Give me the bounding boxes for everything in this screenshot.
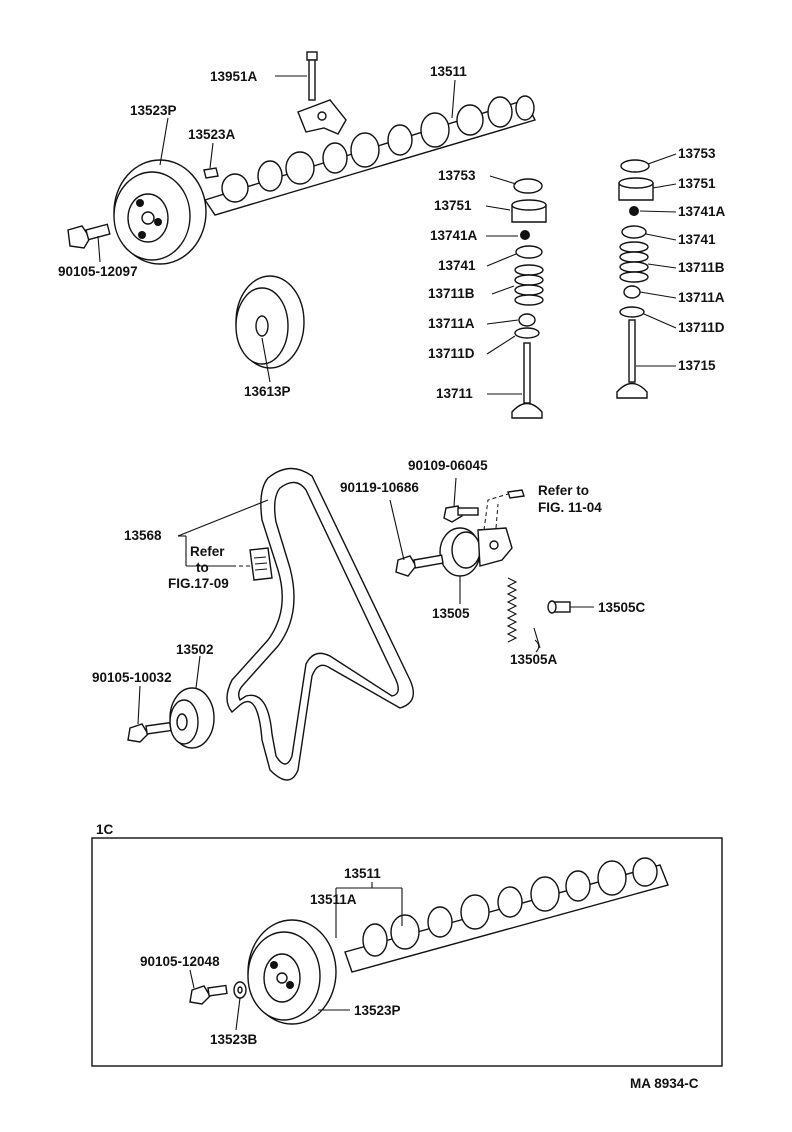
label-13715: 13715: [678, 358, 716, 373]
label-13751-left: 13751: [434, 198, 472, 213]
valve-stack-right: [616, 159, 654, 399]
label-13511-top: 13511: [430, 64, 467, 79]
label-13753-right: 13753: [678, 146, 716, 161]
label-13711D-right: 13711D: [678, 320, 725, 335]
label-13711A-right: 13711A: [678, 290, 725, 305]
label-90105-12097: 90105-12097: [58, 264, 138, 279]
label-fig-17-09: FIG.17-09: [168, 576, 229, 591]
label-13505C: 13505C: [598, 600, 646, 615]
pin-fig11: [507, 489, 525, 499]
label-13505A: 13505A: [510, 652, 558, 667]
timing-belt: [226, 467, 414, 781]
bolt-90105-12097: [67, 223, 111, 249]
label-13753-left: 13753: [438, 168, 476, 183]
label-13568: 13568: [124, 528, 162, 543]
label-13505: 13505: [432, 606, 470, 621]
label-13511-inset: 13511: [344, 866, 381, 881]
key-13523A: [203, 167, 219, 179]
pin-13505C: [547, 600, 571, 614]
label-to-b: to: [196, 560, 209, 575]
label-drawing-code: MA 8934-C: [630, 1076, 699, 1091]
label-13711: 13711: [436, 386, 473, 401]
valve-stack-left: [511, 178, 547, 419]
labels: 13951A 13511 13523P 13523A 90105-12097 1…: [58, 64, 726, 1091]
label-13741A-left: 13741A: [430, 228, 478, 243]
label-13511A-inset: 13511A: [310, 892, 357, 907]
leader-lines: [97, 75, 677, 1031]
label-13751-right: 13751: [678, 176, 716, 191]
bearing-cap-bolt: [297, 51, 347, 135]
label-90109-06045: 90109-06045: [408, 458, 488, 473]
camshaft-inset: [344, 857, 669, 973]
label-13523A: 13523A: [188, 127, 236, 142]
cam-pulley-top: [113, 159, 207, 265]
label-13523B: 13523B: [210, 1032, 258, 1047]
label-fig-11-04: FIG. 11-04: [538, 500, 602, 515]
label-refer-to-a: Refer to: [538, 483, 589, 498]
label-13741A-right: 13741A: [678, 204, 726, 219]
label-13741-left: 13741: [438, 258, 476, 273]
label-90105-12048: 90105-12048: [140, 954, 220, 969]
inset-frame: [91, 837, 723, 1067]
idler-13502: [127, 687, 215, 749]
label-13711B-left: 13711B: [428, 286, 475, 301]
camshaft-top: [203, 95, 536, 216]
tensioner-13505: [395, 505, 513, 577]
label-13711D-left: 13711D: [428, 346, 475, 361]
bolt-washer-inset: [189, 981, 247, 1005]
label-13711B-right: 13711B: [678, 260, 725, 275]
spring-13505A: [506, 577, 540, 653]
label-90105-10032: 90105-10032: [92, 670, 172, 685]
label-refer-b: Refer: [190, 544, 225, 559]
reference-guides: [232, 493, 509, 567]
label-inset-1C: 1C: [96, 822, 114, 837]
label-13741-right: 13741: [678, 232, 716, 247]
label-13523P-top: 13523P: [130, 103, 177, 118]
label-90119-10686: 90119-10686: [340, 480, 419, 495]
document-icon: [249, 547, 273, 581]
label-13951A: 13951A: [210, 69, 258, 84]
label-13613P: 13613P: [244, 384, 291, 399]
cam-pulley-inset: [247, 919, 337, 1025]
label-13523P-inset: 13523P: [354, 1003, 401, 1018]
label-13711A-left: 13711A: [428, 316, 475, 331]
label-13502: 13502: [176, 642, 214, 657]
pulley-13613P: [235, 275, 305, 369]
